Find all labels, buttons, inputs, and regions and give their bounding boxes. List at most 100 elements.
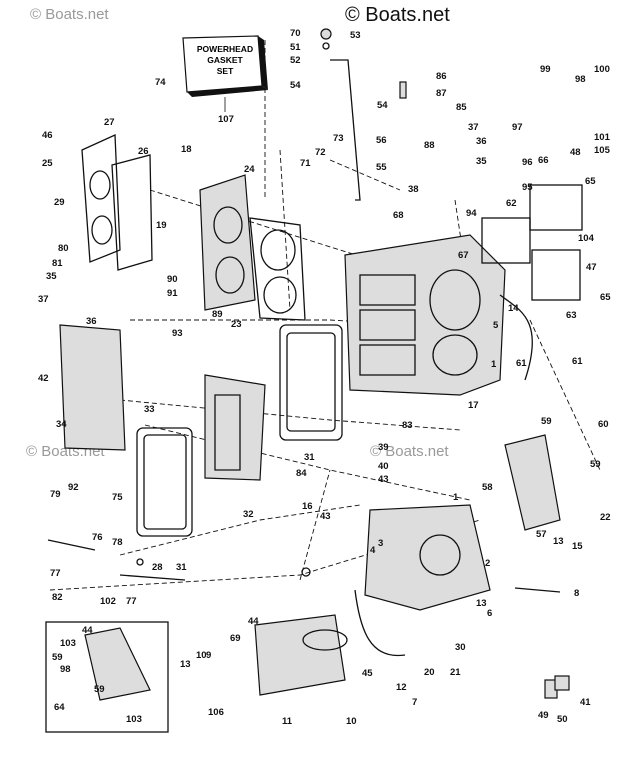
callout-69: 69 — [230, 633, 241, 644]
callout-77b: 77 — [126, 596, 137, 607]
callout-57: 57 — [536, 529, 547, 540]
callout-103: 103 — [60, 638, 76, 649]
callout-77: 77 — [50, 568, 61, 579]
callout-73: 73 — [333, 133, 344, 144]
callout-36b: 36 — [86, 316, 97, 327]
callout-1: 1 — [491, 359, 497, 370]
callout-93: 93 — [172, 328, 183, 339]
callout-45: 45 — [362, 668, 373, 679]
callout-85: 85 — [456, 102, 467, 113]
callout-14: 14 — [508, 303, 519, 314]
hose-12 — [354, 589, 406, 657]
intake-manifold-33 — [59, 324, 126, 451]
callout-63: 63 — [566, 310, 577, 321]
callout-51: 51 — [290, 42, 301, 53]
callout-17: 17 — [468, 400, 479, 411]
callout-3: 3 — [378, 538, 383, 549]
callout-59c: 59 — [52, 652, 63, 663]
gasket-set-box: POWERHEAD GASKET SET 107 — [182, 35, 268, 125]
callout-9: 9 — [206, 650, 211, 661]
callout-15: 15 — [572, 541, 583, 552]
callout-34: 34 — [56, 419, 67, 430]
watermark-main: © Boats.net — [345, 4, 450, 26]
callout-89: 89 — [212, 309, 223, 320]
callout-53: 53 — [350, 30, 361, 41]
callout-2: 2 — [485, 558, 490, 569]
callout-43: 43 — [378, 474, 389, 485]
callout-60: 60 — [598, 419, 609, 430]
gasket-box-part-number: 107 — [218, 114, 234, 125]
callout-95: 95 — [522, 182, 533, 193]
callout-58: 58 — [482, 482, 493, 493]
crankcase-1 — [364, 504, 491, 611]
watermark-faint-top: © Boats.net — [30, 6, 109, 23]
callout-65b: 65 — [600, 292, 611, 303]
callout-102: 102 — [100, 596, 116, 607]
callout-25: 25 — [42, 158, 53, 169]
callout-96: 96 — [522, 157, 533, 168]
callout-86: 86 — [436, 71, 447, 82]
callout-76: 76 — [92, 532, 103, 543]
callout-37b: 37 — [38, 294, 49, 305]
callout-5: 5 — [493, 320, 499, 331]
callout-54b: 54 — [377, 100, 388, 111]
callout-35b: 35 — [46, 271, 57, 282]
exhaust-plate-31 — [279, 324, 343, 441]
exhaust-cover-27 — [81, 134, 121, 263]
linkage-56 — [330, 59, 361, 201]
callout-103b: 103 — [126, 714, 142, 725]
callout-105: 105 — [594, 145, 611, 156]
gasket-31b — [136, 427, 193, 537]
callout-43b: 43 — [320, 511, 331, 522]
callout-27: 27 — [104, 117, 115, 128]
callout-44b: 44 — [248, 616, 259, 627]
callout-65: 65 — [585, 176, 596, 187]
callout-22: 22 — [600, 512, 611, 523]
callout-41: 41 — [580, 697, 591, 708]
callout-56: 56 — [376, 135, 387, 146]
callout-labels: 70 51 52 53 54 86 87 85 74 54 73 72 71 5… — [38, 28, 611, 727]
callout-67: 67 — [458, 250, 469, 261]
callout-61b: 61 — [572, 356, 583, 367]
callout-1b: 1 — [453, 492, 459, 503]
callout-13: 13 — [553, 536, 564, 547]
callout-38: 38 — [408, 184, 419, 195]
callout-54: 54 — [290, 80, 301, 91]
callout-59b: 59 — [590, 459, 601, 470]
bracket-44 — [254, 614, 348, 696]
callout-11: 11 — [282, 716, 293, 727]
bracket-58 — [504, 434, 561, 531]
callout-49: 49 — [538, 710, 549, 721]
callout-39: 39 — [378, 442, 389, 453]
callout-10b: 10 — [346, 716, 357, 727]
callout-87: 87 — [436, 88, 447, 99]
callout-31b: 31 — [176, 562, 187, 573]
callout-70: 70 — [290, 28, 301, 39]
callout-20: 20 — [424, 667, 435, 678]
callout-99: 99 — [540, 64, 551, 75]
callout-62: 62 — [506, 198, 517, 209]
callout-97: 97 — [512, 122, 523, 133]
callout-55: 55 — [376, 162, 387, 173]
callout-16: 16 — [302, 501, 313, 512]
callout-19: 19 — [156, 220, 167, 231]
callout-94: 94 — [466, 208, 477, 219]
callout-81: 81 — [52, 258, 63, 269]
callout-68: 68 — [393, 210, 404, 221]
cylinder-block — [344, 234, 506, 396]
callout-35: 35 — [476, 156, 487, 167]
callout-59: 59 — [541, 416, 552, 427]
callout-83: 83 — [402, 420, 413, 431]
gasket-23 — [249, 217, 306, 321]
callout-72: 72 — [315, 147, 326, 158]
callout-6: 6 — [487, 608, 492, 619]
callout-71: 71 — [300, 158, 311, 169]
cover-66 — [529, 184, 583, 231]
callout-66: 66 — [538, 155, 549, 166]
callout-61: 61 — [516, 358, 527, 369]
callout-82: 82 — [52, 592, 63, 603]
callout-4: 4 — [370, 545, 376, 556]
callout-98b: 98 — [60, 664, 71, 675]
inset-box — [45, 621, 169, 733]
cover-32 — [204, 374, 266, 481]
